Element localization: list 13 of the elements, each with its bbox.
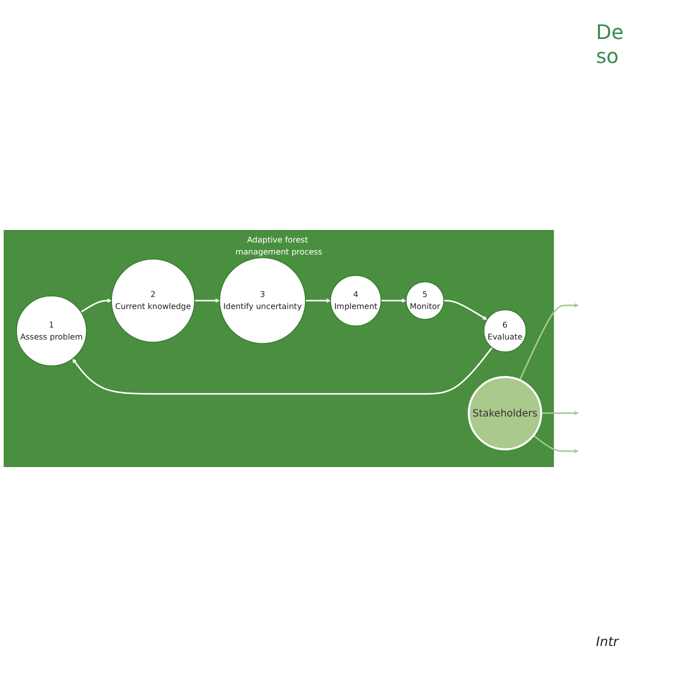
- node-circle: Stakeholders: [468, 376, 542, 450]
- arrow: [533, 434, 579, 454]
- heading-fragment: so: [596, 44, 620, 68]
- arrow: [72, 347, 493, 395]
- arrow: [381, 298, 406, 303]
- arrow: [306, 298, 331, 303]
- arrow: [194, 298, 220, 303]
- arrow: [80, 298, 112, 313]
- arrow: [444, 300, 488, 320]
- heading-fragment: De: [596, 20, 625, 44]
- arrow: [519, 303, 579, 380]
- arrow: [541, 410, 579, 416]
- caption-fragment: Intr: [596, 635, 619, 650]
